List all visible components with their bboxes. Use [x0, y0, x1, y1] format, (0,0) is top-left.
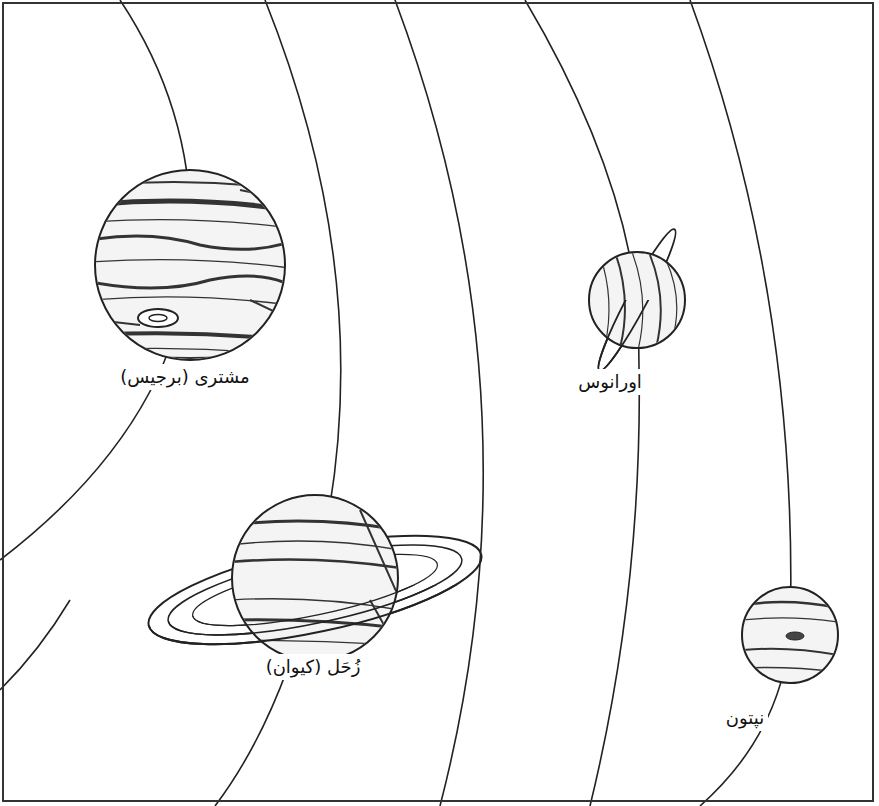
uranus-drawing — [589, 225, 685, 376]
frame — [3, 3, 873, 801]
jupiter-drawing — [90, 170, 292, 360]
planet-label: نپتون — [722, 705, 768, 730]
planet-label: اورانوس — [574, 369, 646, 394]
planet-label: زُحَل (کیوان) — [262, 654, 365, 679]
saturn-drawing — [140, 495, 490, 666]
orbit-lines — [0, 0, 791, 806]
neptune-drawing — [742, 587, 838, 683]
planet-label: مشتری (برجیس) — [116, 364, 253, 389]
